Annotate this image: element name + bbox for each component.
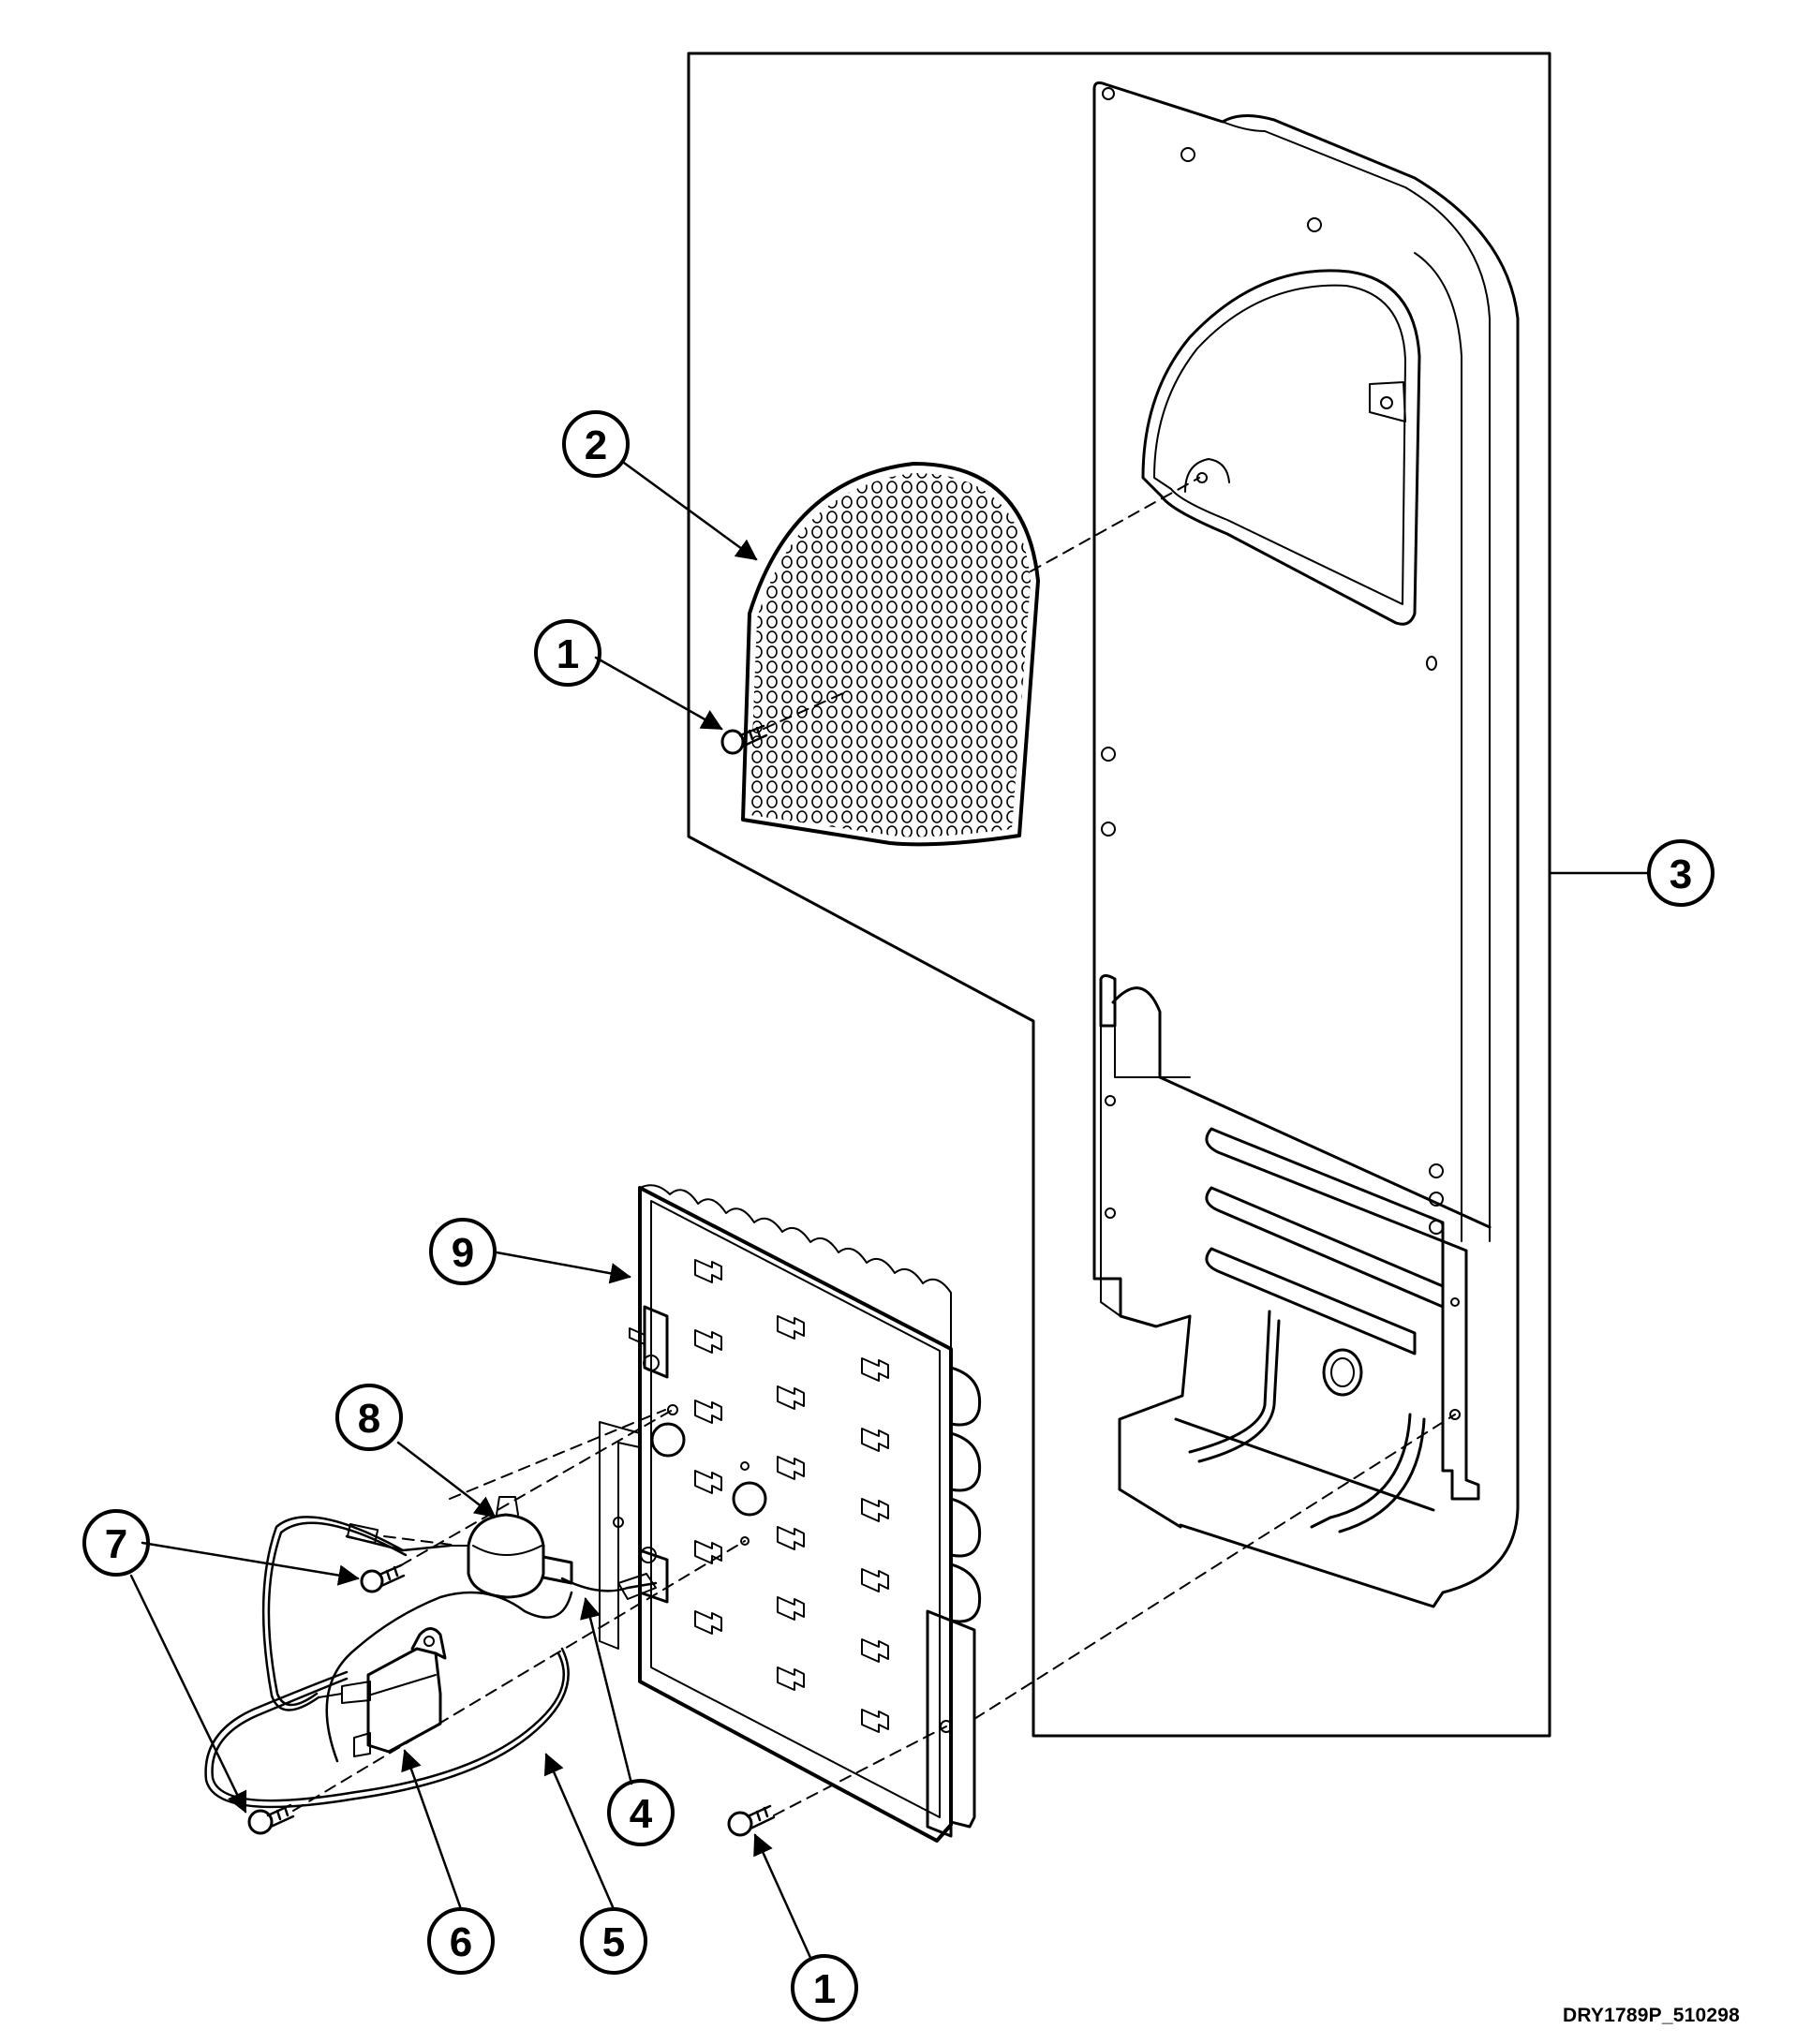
- callout-label: 6: [450, 1919, 472, 1965]
- callout-2: 2: [562, 410, 630, 478]
- high-limit-thermostat: [318, 1627, 447, 1757]
- callout-5: 5: [580, 1907, 647, 1975]
- callout-1-upper: 1: [534, 619, 601, 687]
- exhaust-grille: [741, 462, 1040, 847]
- screw-limit: [247, 1803, 295, 1835]
- leader-lines: [129, 461, 1651, 1962]
- callout-label: 9: [452, 1230, 474, 1276]
- drawing-code: DRY1789P_510298: [1562, 2005, 1740, 2026]
- cycling-thermostat: [449, 1496, 573, 1599]
- callout-label: 1: [557, 631, 579, 677]
- heater-element-assembly: [599, 1184, 982, 1843]
- callout-label: 5: [602, 1919, 625, 1965]
- callout-label: 7: [105, 1521, 127, 1567]
- callout-label: 1: [813, 1966, 836, 2012]
- callout-4: 4: [607, 1779, 675, 1846]
- callout-8: 8: [335, 1384, 403, 1451]
- callout-9: 9: [429, 1218, 497, 1285]
- callout-label: 4: [630, 1791, 653, 1837]
- assembly-lines: [292, 477, 1456, 1816]
- panel-frame-outline: [687, 52, 1551, 1738]
- screw-upper: [720, 724, 768, 755]
- callout-6: 6: [427, 1907, 495, 1975]
- callout-1-lower: 1: [791, 1954, 858, 2022]
- callout-7: 7: [82, 1509, 150, 1577]
- callout-label: 3: [1670, 852, 1692, 897]
- rear-panel-duct: [1092, 81, 1520, 1608]
- wire-harness: [204, 1516, 658, 1809]
- screw-lower-right: [727, 1804, 776, 1837]
- callout-label: 2: [585, 422, 607, 468]
- screw-thermostat: [360, 1563, 406, 1593]
- callout-label: 8: [358, 1396, 380, 1442]
- callout-3: 3: [1647, 839, 1715, 907]
